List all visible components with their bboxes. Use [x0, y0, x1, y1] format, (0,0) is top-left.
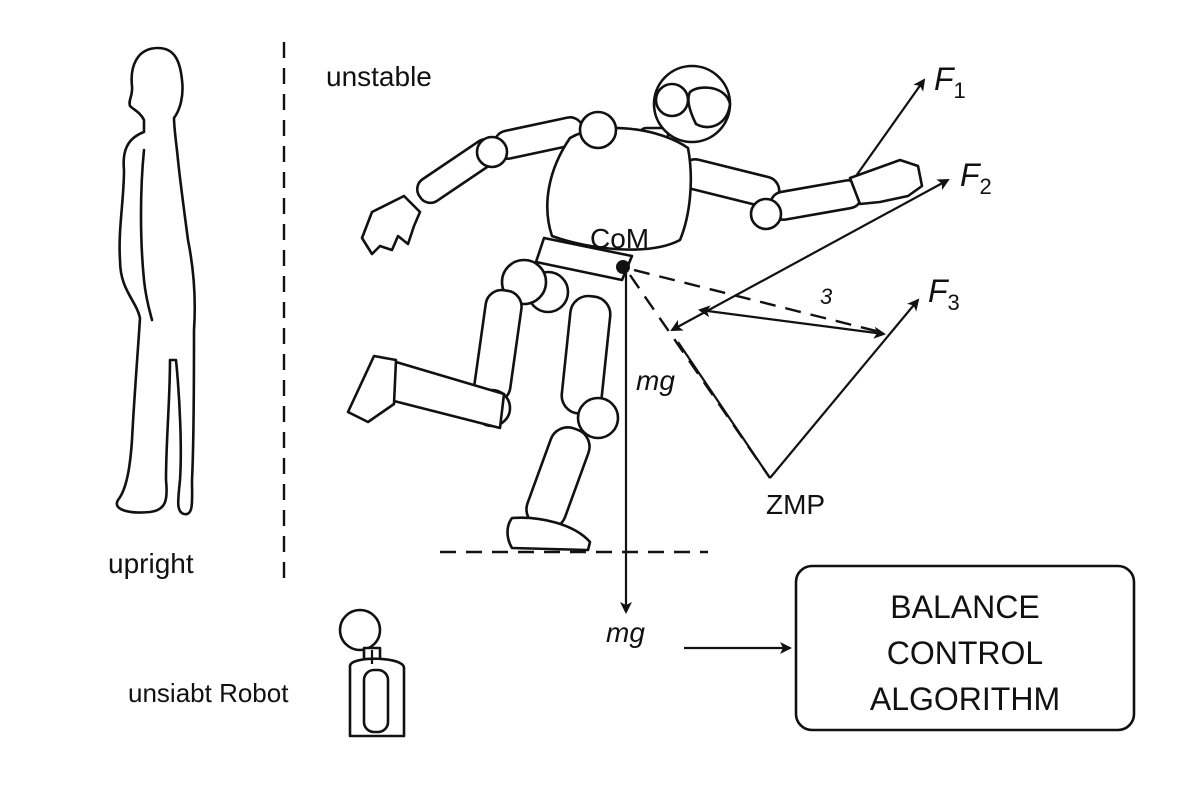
- com-dashed-ray: [633, 268, 881, 334]
- upright-human-figure: [115, 46, 197, 516]
- com-zmp-dashed-line: [629, 274, 771, 479]
- box-line-3: ALGORITHM: [870, 681, 1060, 717]
- com-label: CoM: [590, 223, 649, 254]
- force-f2-label: F2: [960, 157, 992, 199]
- unstable-robot-figure: [346, 64, 924, 552]
- force-f2-arrow: [670, 179, 950, 331]
- force-f1-arrow: [855, 78, 926, 177]
- zmp-label: ZMP: [766, 489, 825, 520]
- mg-lower-label: mg: [606, 617, 645, 648]
- com-point: [616, 260, 630, 274]
- balance-control-box: [794, 564, 1136, 732]
- zmp-left-segment: [677, 341, 771, 479]
- box-line-1: BALANCE: [890, 589, 1039, 625]
- force-f1-label: F1: [934, 61, 966, 103]
- force-f3-arrow: [769, 298, 920, 479]
- distance-arrow: [698, 305, 886, 339]
- small-symbol: 3: [820, 284, 833, 309]
- mg-upper-label: mg: [636, 365, 675, 396]
- unstable-robot-label: unsiabt Robot: [128, 678, 289, 708]
- small-robot-icon: [338, 608, 406, 738]
- unstable-label: unstable: [326, 61, 432, 92]
- force-f3-label: F3: [928, 273, 960, 315]
- box-line-2: CONTROL: [887, 635, 1043, 671]
- upright-label: upright: [108, 548, 194, 579]
